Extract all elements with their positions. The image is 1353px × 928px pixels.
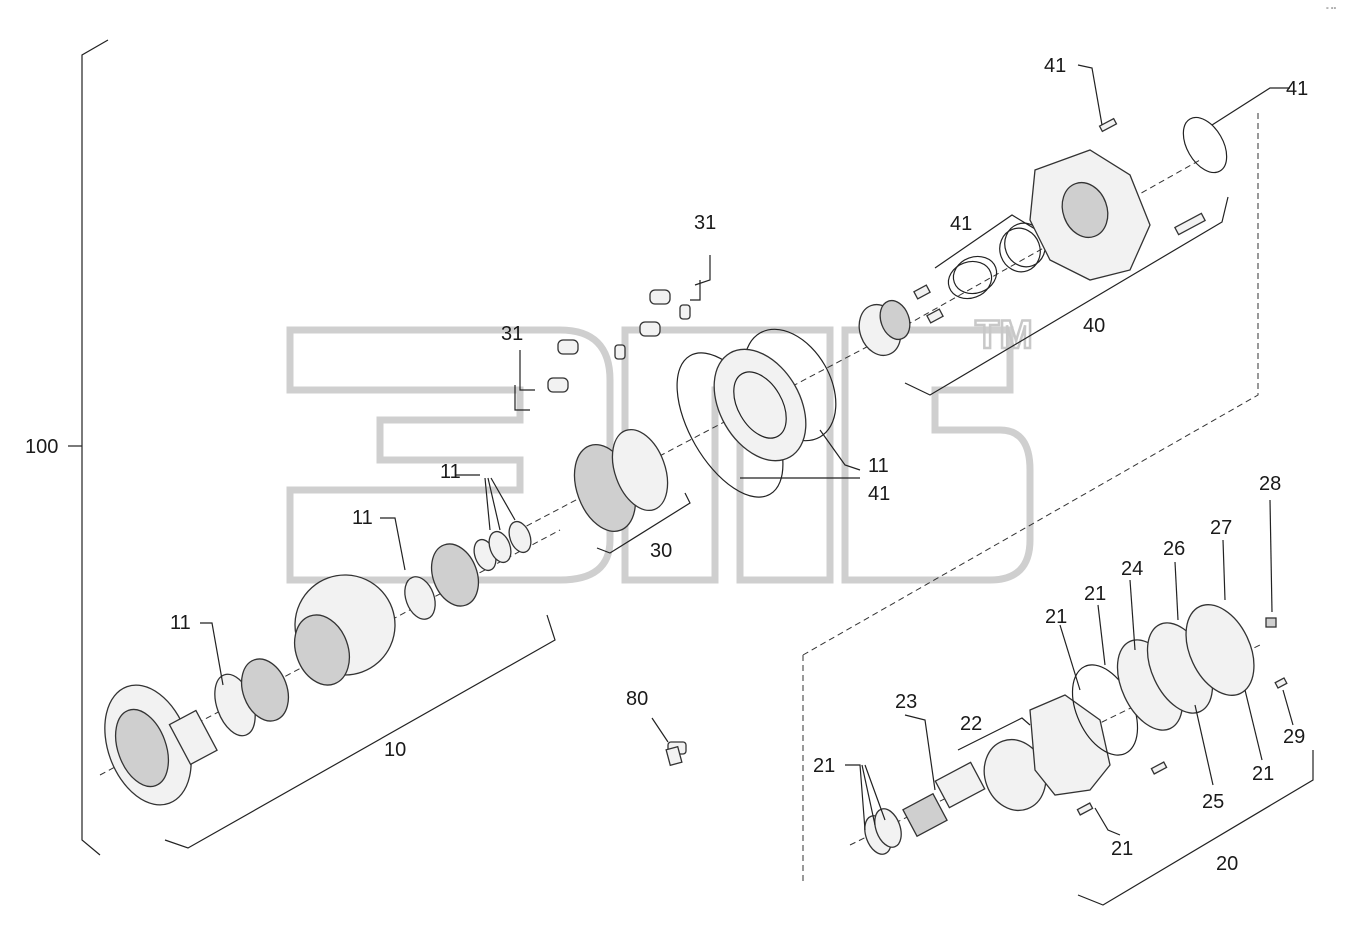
part-brake-housing-20: [1029, 694, 1111, 796]
callout-80: 80: [626, 688, 648, 710]
watermark: TM: [286, 312, 1034, 584]
callout-21: 21: [1084, 583, 1106, 605]
callout-28: 28: [1259, 473, 1281, 495]
bracket-100: [81, 39, 109, 856]
bracket-10: [164, 614, 556, 849]
callout-25: 25: [1202, 791, 1224, 813]
callout-21: 21: [1252, 763, 1274, 785]
callout-27: 27: [1210, 517, 1232, 539]
callout-31: 31: [694, 212, 716, 234]
part-cam-ring-30: [713, 348, 807, 462]
callout-41: 41: [868, 483, 890, 505]
callout-41: 41: [1286, 78, 1308, 100]
callout-10: 10: [384, 739, 406, 761]
callout-11: 11: [170, 612, 191, 634]
callout-23: 23: [895, 691, 917, 713]
corner-mark: ° °°: [1326, 6, 1337, 14]
part-pistons-31: [547, 289, 691, 393]
callout-26: 26: [1163, 538, 1185, 560]
callout-22: 22: [960, 713, 982, 735]
leader-lines: [200, 64, 1294, 836]
part-oring-41: [1182, 116, 1228, 174]
callout-labels: 41 41 41 31 31 40 11 41 30 11 11 11 100 …: [25, 55, 1308, 875]
bracket-20: [1077, 750, 1314, 906]
callout-41: 41: [950, 213, 972, 235]
callout-31: 31: [501, 323, 523, 345]
callout-11: 11: [440, 461, 461, 483]
callout-100: 100: [25, 436, 58, 458]
part-fitting-80: [665, 741, 687, 767]
callout-11: 11: [868, 455, 889, 477]
region-20-outline: [802, 112, 1259, 885]
callout-29: 29: [1283, 726, 1305, 748]
bracket-41-springs: [934, 214, 1041, 269]
part-shaft-23: [864, 761, 986, 855]
callout-40: 40: [1083, 315, 1105, 337]
part-screw-29: [1274, 677, 1288, 689]
callout-24: 24: [1121, 558, 1143, 580]
callout-41: 41: [1044, 55, 1066, 77]
part-valve-40: [858, 284, 944, 357]
callout-21: 21: [1045, 606, 1067, 628]
part-cylinder-block-30: [573, 428, 669, 533]
callout-21: 21: [813, 755, 835, 777]
part-screw-21: [1076, 802, 1094, 816]
bracket-40: [904, 196, 1229, 396]
callout-21: 21: [1111, 838, 1133, 860]
part-bolt-41: [1098, 117, 1118, 133]
part-brake-discs-24-26: [1071, 604, 1255, 756]
bracket-22: [957, 717, 1031, 751]
watermark-tm: TM: [975, 313, 1033, 357]
part-seal-11: [214, 658, 290, 737]
part-screw-28: [1265, 617, 1277, 628]
bracket-30: [596, 492, 691, 554]
part-flange-10: [104, 684, 218, 806]
part-housing-40: [1029, 149, 1207, 281]
callout-11: 11: [352, 507, 373, 529]
part-screw-21b: [1150, 761, 1168, 775]
callout-30: 30: [650, 540, 672, 562]
part-hub-10: [293, 574, 396, 686]
callout-20: 20: [1216, 853, 1238, 875]
part-bearing-10: [404, 520, 532, 620]
